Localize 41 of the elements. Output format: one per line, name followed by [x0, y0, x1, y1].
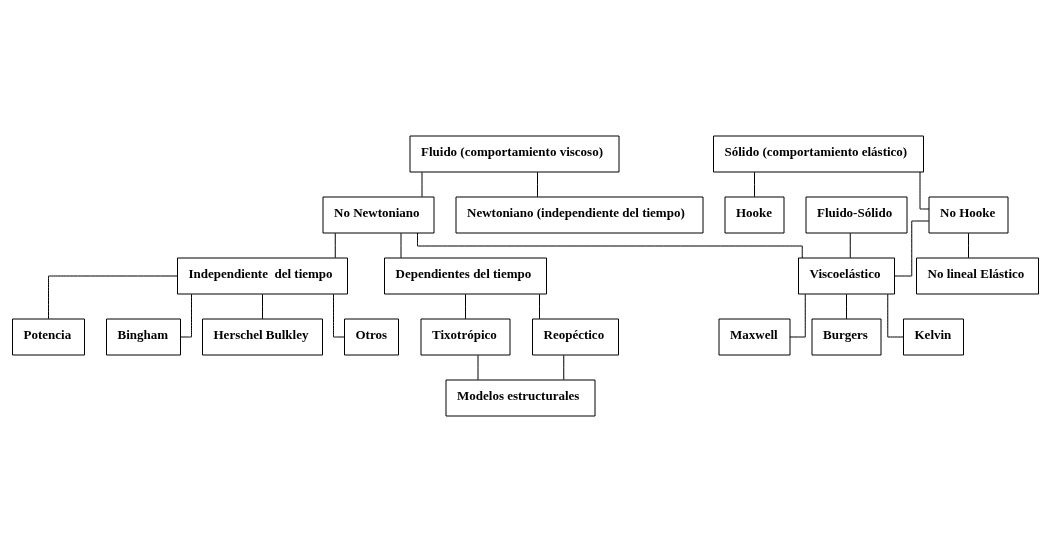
connector — [465, 293, 466, 320]
connector — [894, 220, 930, 277]
connector — [334, 232, 336, 259]
connector — [48, 275, 178, 320]
connector — [563, 354, 565, 381]
connector — [919, 171, 930, 210]
connector — [421, 171, 423, 198]
node-box: Viscoelástico — [798, 257, 895, 295]
node-box: Maxwell — [718, 318, 791, 356]
connector — [754, 171, 755, 198]
connector — [789, 293, 806, 338]
connector — [477, 354, 479, 381]
connector — [262, 293, 263, 320]
connector — [887, 293, 904, 338]
connector — [537, 171, 538, 198]
node-box: Reopéctico — [532, 318, 619, 356]
node-box: Potencia — [12, 318, 85, 356]
node-box: Tixotrópico — [420, 318, 511, 356]
connector — [846, 293, 847, 320]
node-box: Hooke — [724, 196, 785, 234]
node-box: Kelvin — [903, 318, 964, 356]
node-box: Sólido (comportamiento elástico) — [713, 135, 924, 173]
connector — [539, 293, 540, 320]
node-box: Independiente del tiempo — [177, 257, 348, 295]
node-box: Newtoniano (independiente del tiempo) — [455, 196, 704, 234]
node-box: Fluido (comportamiento viscoso) — [409, 135, 620, 173]
node-box: No Hooke — [928, 196, 1009, 234]
node-box: Herschel Bulkley — [202, 318, 323, 356]
connector — [333, 293, 345, 338]
node-box: Dependientes del tiempo — [384, 257, 547, 295]
node-box: Modelos estructurales — [445, 379, 596, 417]
node-box: Bingham — [106, 318, 181, 356]
connector — [180, 293, 192, 338]
node-box: Otros — [344, 318, 399, 356]
node-box: No lineal Elástico — [916, 257, 1039, 295]
node-box: Burgers — [811, 318, 882, 356]
connector — [849, 232, 851, 259]
connector — [400, 232, 402, 259]
node-box: Fluido-Sólido — [805, 196, 908, 234]
node-box: No Newtoniano — [322, 196, 435, 234]
connector — [968, 232, 969, 259]
